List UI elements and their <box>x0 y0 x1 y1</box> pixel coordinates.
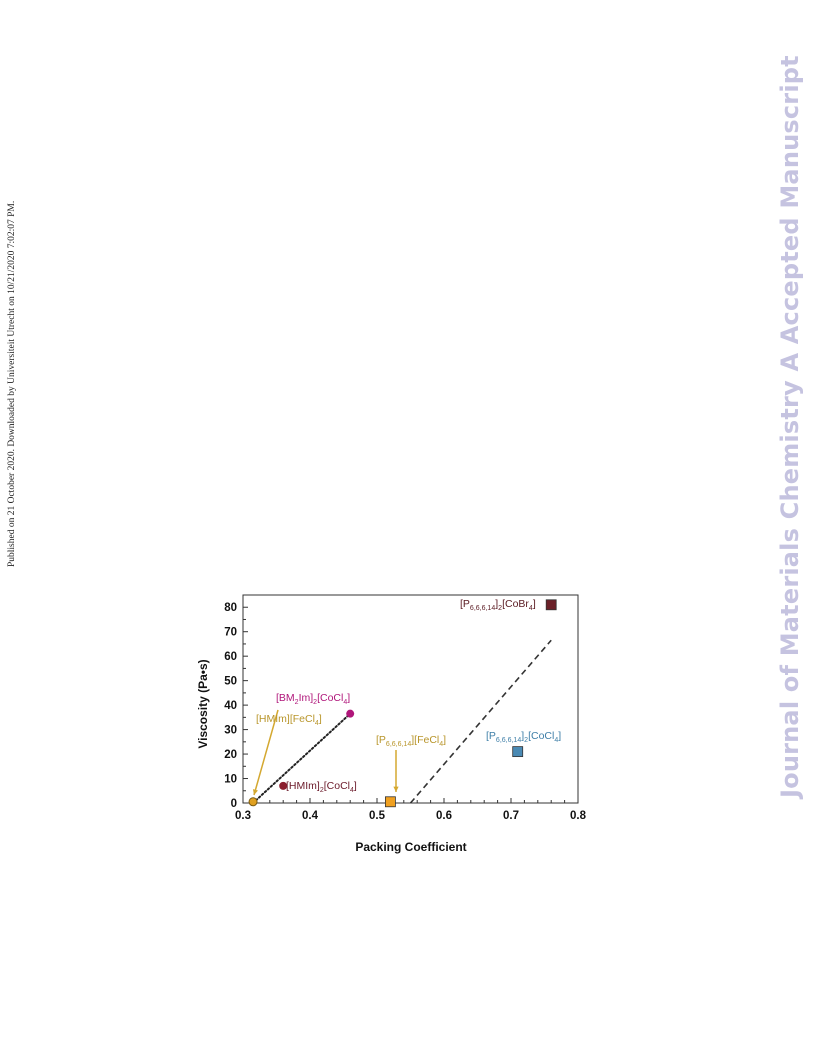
point-label: [HMIm]2[CoCl4] <box>286 780 357 794</box>
x-tick-label: 0.7 <box>503 810 519 822</box>
data-point <box>346 709 355 718</box>
y-tick-label: 30 <box>224 725 237 737</box>
x-tick-label: 0.4 <box>302 810 319 822</box>
journal-watermark: Journal of Materials Chemistry A Accepte… <box>776 55 804 798</box>
x-tick-label: 0.8 <box>570 810 587 822</box>
y-tick-label: 80 <box>224 602 237 614</box>
data-point <box>248 797 258 807</box>
y-tick-label: 10 <box>224 774 237 786</box>
annotation-arrow-hmim-fecl4 <box>253 709 279 796</box>
data-point <box>279 781 288 790</box>
y-tick-label: 50 <box>224 676 237 688</box>
point-label: [P6,6,6,14][FeCl4] <box>376 734 446 748</box>
y-axis-title: Viscosity (Pa•s) <box>196 659 210 748</box>
y-tick-label: 0 <box>231 798 237 810</box>
x-tick-label: 0.5 <box>369 810 386 822</box>
y-tick-label: 40 <box>224 700 237 712</box>
data-point <box>384 796 396 808</box>
y-tick-label: 60 <box>224 651 237 663</box>
y-tick-label: 20 <box>224 749 237 761</box>
fit-line-dashed <box>409 639 552 804</box>
point-label: [P6,6,6,14]2[CoBr4] <box>460 598 536 612</box>
y-tick-label: 70 <box>224 627 237 639</box>
point-label: [BM2Im]2[CoCl4] <box>276 692 350 706</box>
annotation-arrow-hmim-fecl4-head <box>252 789 258 795</box>
x-axis-title: Packing Coefficient <box>355 840 466 854</box>
point-label: [P6,6,6,14]2[CoCl4] <box>486 730 561 744</box>
download-note: Published on 21 October 2020. Downloaded… <box>7 200 17 567</box>
viscosity-packing-chart: 0 10 20 30 40 50 60 70 80 0.3 0.4 0.5 0.6 0.7 0.8 [HMI… <box>196 594 587 854</box>
annotation-arrow-p66614-fecl4-head <box>393 786 399 792</box>
x-tick-label: 0.3 <box>235 810 251 822</box>
x-tick-label: 0.6 <box>436 810 452 822</box>
data-point <box>545 599 557 611</box>
point-label: [HMIm][FeCl4] <box>256 713 322 727</box>
data-point <box>512 746 524 758</box>
fit-line-dotted <box>252 712 352 804</box>
